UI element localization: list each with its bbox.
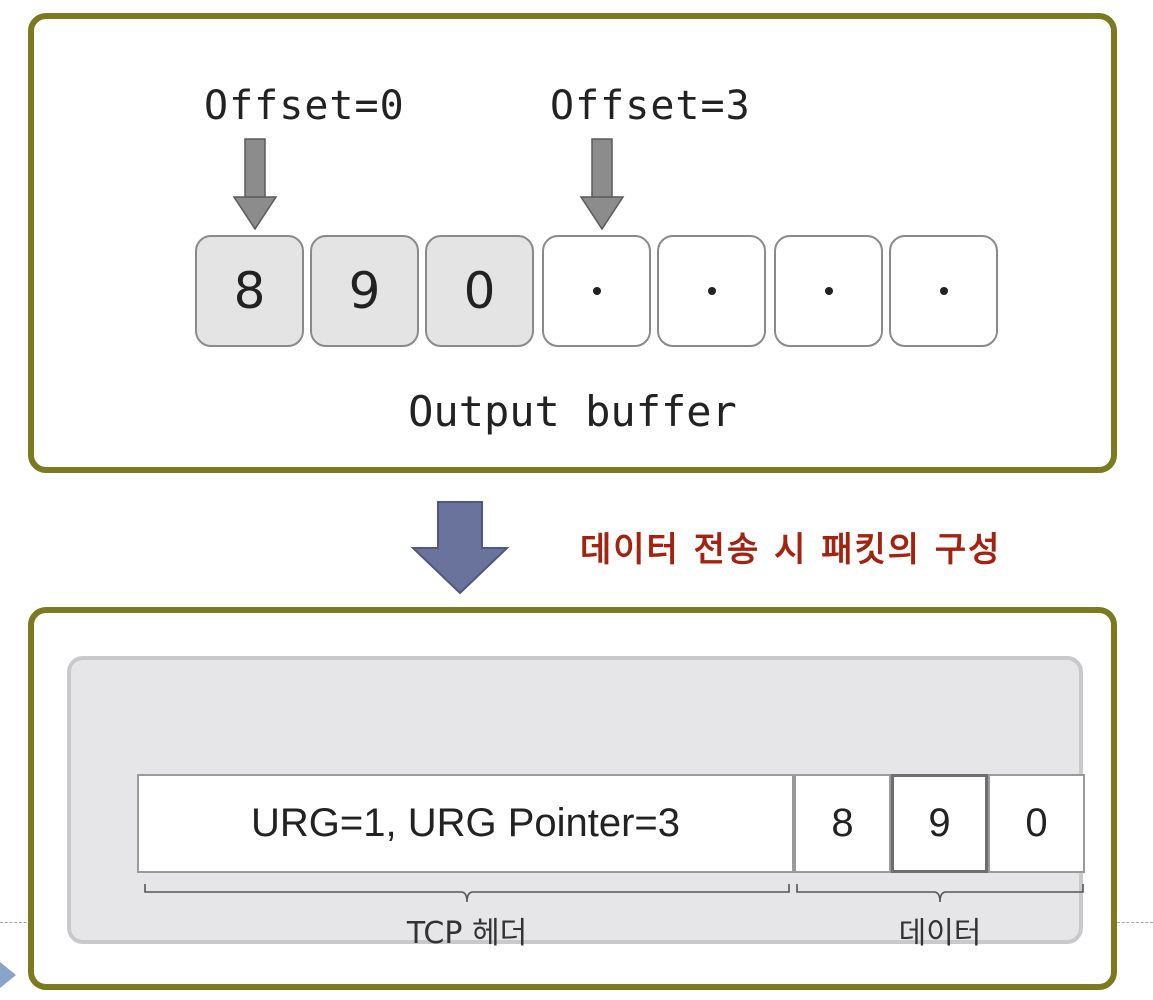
transition-arrow-icon [410,501,510,595]
data-cell: 9 [891,774,988,873]
packet-composition-caption: 데이터 전송 시 패킷의 구성 [580,530,1002,570]
slide-divider-left [0,922,36,923]
offset-3-label: Offset=3 [550,83,751,129]
buffer-cell-empty [657,235,766,347]
tcp-header-field: URG=1, URG Pointer=3 [137,774,794,873]
data-label: 데이터 [898,916,982,951]
buffer-cell: 0 [425,235,534,347]
offset-0-arrow-icon [232,138,278,231]
offset-0-label: Offset=0 [204,83,405,129]
tcp-header-label: TCP 헤더 [406,916,528,951]
dot-icon [592,287,601,295]
buffer-cell-empty [774,235,883,347]
data-brace [796,884,1084,903]
data-cell: 0 [988,774,1085,873]
output-buffer-label: Output buffer [408,387,737,436]
buffer-cell: 8 [195,235,304,347]
slide-divider-right [1117,922,1153,923]
buffer-cell: 9 [310,235,419,347]
tcp-header-brace [144,884,790,903]
data-cell: 8 [794,774,891,873]
offset-3-arrow-icon [579,138,625,231]
dot-icon [707,287,716,295]
buffer-cell-empty [542,235,651,347]
slide-bullet-icon [0,962,16,988]
buffer-cell-empty [889,235,998,347]
dot-icon [939,287,948,295]
packet-panel: URG=1, URG Pointer=3 8 9 0 TCP 헤더 데이터 [28,607,1117,990]
packet-frame: URG=1, URG Pointer=3 8 9 0 TCP 헤더 데이터 [67,656,1085,951]
output-buffer-panel: Offset=0 Offset=3 8 9 0 Output buffer [28,13,1117,473]
dot-icon [824,287,833,295]
